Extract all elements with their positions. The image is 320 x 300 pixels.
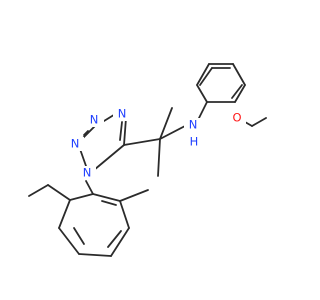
bond-3 — [93, 144, 125, 171]
bond-9 — [159, 107, 173, 140]
bond-27 — [78, 253, 112, 257]
bond-25 — [58, 199, 71, 229]
label-bg — [86, 113, 104, 127]
bond-17 — [234, 84, 246, 103]
bond-33 — [101, 200, 117, 206]
label-bg — [113, 107, 131, 121]
atom-label-n-top: N — [90, 113, 99, 127]
bond-10 — [159, 125, 186, 140]
bond-29 — [119, 200, 130, 229]
bond-0 — [81, 125, 96, 140]
bond-13 — [196, 84, 208, 103]
bond-28 — [110, 227, 130, 257]
atom-label-amine-n: N — [189, 118, 198, 132]
bond-35 — [28, 184, 49, 197]
label-bg — [184, 118, 202, 132]
atom-label-n-mid-left: N — [71, 137, 80, 151]
atom-label-n-bottom-left: N — [83, 166, 92, 180]
bond-6 — [119, 121, 123, 141]
bond-20 — [231, 84, 243, 99]
atom-label-n-right: N — [118, 107, 127, 121]
atom-label-layer: N N N N N H O — [66, 107, 246, 180]
bond-23 — [85, 180, 94, 195]
label-bg — [78, 166, 96, 180]
label-bg — [228, 111, 246, 125]
bond-36 — [119, 189, 149, 202]
bond-5 — [123, 117, 127, 146]
bond-1 — [83, 130, 89, 136]
bond-22 — [251, 117, 267, 127]
bond-32 — [107, 230, 122, 248]
bond-16 — [232, 63, 246, 86]
label-bg — [186, 135, 202, 149]
label-bg — [66, 137, 84, 151]
atom-label-oxygen: O — [232, 111, 241, 125]
bond-30 — [92, 193, 121, 202]
bond-2 — [79, 148, 87, 167]
bond-34 — [47, 184, 71, 201]
atom-label-amine-h: H — [190, 135, 199, 149]
bond-layer — [28, 63, 267, 257]
bond-31 — [73, 227, 85, 245]
bond-8 — [157, 138, 161, 177]
bond-18 — [199, 67, 213, 86]
bond-7 — [123, 138, 161, 146]
bond-24 — [69, 193, 94, 201]
bond-26 — [58, 227, 80, 255]
molecule-structure: N N N N N H O — [28, 63, 267, 257]
bond-14 — [196, 63, 210, 86]
